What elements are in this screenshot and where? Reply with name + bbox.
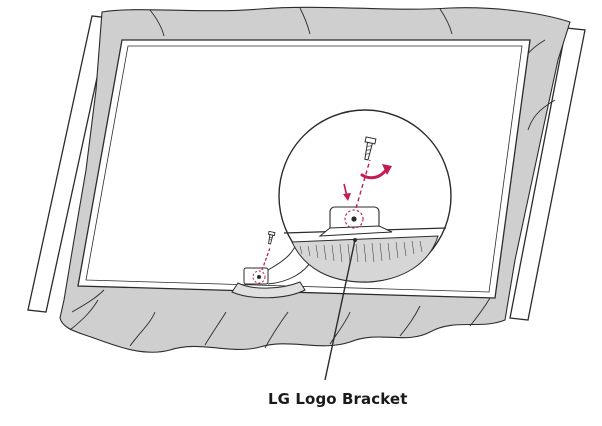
- lg-logo-bracket-flange: [318, 225, 393, 237]
- screw-icon: [267, 230, 276, 245]
- small-screw-guide: [261, 247, 271, 271]
- stand-base-small: [231, 281, 306, 299]
- small-bracket-hole: [257, 275, 261, 279]
- screw-guide-line: [355, 159, 371, 209]
- rotate-arrow-icon: [360, 164, 392, 180]
- tv-screen-inner-edge: [85, 45, 523, 293]
- zoom-detail: [278, 109, 452, 381]
- leader-dot: [353, 238, 357, 242]
- callout-leader-line: [324, 239, 356, 381]
- target-circle: [344, 209, 364, 229]
- lg-logo-bracket-label: LG Logo Bracket: [268, 390, 408, 408]
- small-bracket-assembly: [231, 230, 313, 299]
- tv-frame: [27, 15, 586, 321]
- bracket-hole: [351, 216, 357, 222]
- screw-icon: [364, 136, 377, 161]
- stand-base-zoom: [291, 235, 439, 283]
- cloth-folds: [69, 7, 556, 349]
- stand-base-hatch: [299, 240, 423, 263]
- down-arrow-icon: [343, 183, 351, 201]
- small-bracket: [243, 267, 269, 285]
- small-target-circle: [252, 270, 266, 284]
